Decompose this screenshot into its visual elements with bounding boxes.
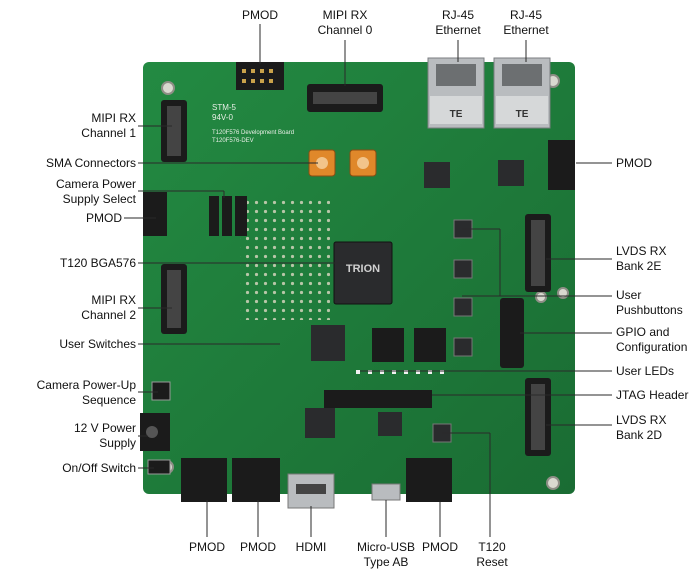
label-mipi-rx-ch0: MIPI RX Channel 0 (305, 8, 385, 38)
camera-power-jumpers (209, 196, 247, 236)
label-micro-usb-line1: Micro-USB (356, 540, 415, 554)
user-pushbuttons (453, 219, 473, 357)
label-mipi-rx-ch0-line2: Channel 0 (317, 23, 373, 37)
chip-logo: TRION (346, 263, 380, 275)
label-user-pushbuttons-line2: Pushbuttons (616, 303, 683, 317)
silk-stm: STM-5 (212, 103, 237, 112)
label-pmod-bottom-1: PMOD (189, 540, 225, 554)
label-t120-reset-line1: T120 (478, 540, 506, 554)
ic-bottom-mid (378, 412, 402, 436)
ic-right-top2 (498, 160, 524, 186)
label-rj45-right-line1: RJ-45 (509, 8, 542, 22)
silk-94v: 94V-0 (212, 113, 233, 122)
label-rj45-left-line2: Ethernet (435, 23, 481, 37)
label-mipi-rx-ch0-line1: MIPI RX (322, 8, 368, 22)
label-lvds-2d-line2: Bank 2D (616, 428, 663, 442)
label-lvds-2e-line2: Bank 2E (616, 259, 662, 273)
label-lvds-2e: LVDS RX Bank 2E (616, 244, 694, 274)
label-mipi-rx-ch1-line1: MIPI RX (91, 111, 136, 125)
label-lvds-2d: LVDS RX Bank 2D (616, 413, 694, 443)
label-hdmi: HDMI (295, 540, 327, 554)
user-switch-dips (372, 328, 446, 362)
t120-chip (333, 241, 393, 305)
label-pmod-right: PMOD (616, 156, 652, 170)
ic-mid-left (311, 325, 345, 361)
rj-brand-right: TE (516, 109, 529, 120)
pmod-left-connector (143, 192, 167, 236)
pmod-bottom-1-connector (181, 458, 227, 502)
onoff-switch-body (147, 459, 171, 475)
label-mipi-rx-ch2: MIPI RX Channel 2 (2, 293, 136, 323)
label-pmod-bottom-3: PMOD (422, 540, 458, 554)
pmod-right-connector (548, 140, 575, 190)
ic-right-top (424, 162, 450, 188)
silk-title2: T120F576-DEV (212, 138, 254, 144)
user-led-row (356, 370, 444, 374)
label-lvds-2d-line1: LVDS RX (616, 413, 667, 427)
label-user-leds: User LEDs (616, 364, 675, 378)
label-pmod-bottom-2: PMOD (240, 540, 276, 554)
pmod-top-connector (236, 62, 284, 90)
label-gpio-config-line2: Configuration (616, 340, 688, 354)
label-12v-power: 12 V Power Supply (2, 421, 136, 451)
label-12v-power-line1: 12 V Power (73, 421, 136, 435)
rj45-left-jack (427, 57, 485, 129)
label-user-switches: User Switches (59, 337, 136, 351)
pmod-bottom-3-connector (406, 458, 452, 502)
label-mipi-rx-ch2-line1: MIPI RX (91, 293, 136, 307)
label-lvds-2e-line1: LVDS RX (616, 244, 667, 258)
sma-connectors (308, 149, 377, 177)
rj-brand-left: TE (450, 109, 463, 120)
label-micro-usb-line2: Type AB (363, 555, 409, 569)
label-t120-reset: T120 Reset (472, 540, 512, 570)
label-rj45-right: RJ-45 Ethernet (496, 8, 556, 38)
label-micro-usb: Micro-USB Type AB (352, 540, 420, 570)
label-rj45-left-line1: RJ-45 (441, 8, 474, 22)
label-mipi-rx-ch1-line2: Channel 1 (81, 126, 136, 140)
label-mipi-rx-ch2-line2: Channel 2 (81, 308, 136, 322)
label-mipi-rx-ch1: MIPI RX Channel 1 (2, 111, 136, 141)
label-user-pushbuttons-line1: User (616, 288, 642, 302)
leader-lines (124, 24, 612, 537)
label-pmod-left: PMOD (86, 211, 122, 225)
label-camera-power-select-line2: Supply Select (62, 192, 136, 206)
label-t120-reset-line2: Reset (476, 555, 508, 569)
label-camera-power-select: Camera Power Supply Select (2, 177, 136, 207)
camera-powerup-switch (151, 381, 171, 401)
jtag-header (324, 390, 432, 408)
gpio-header-field (240, 200, 330, 320)
label-pmod-top: PMOD (242, 8, 278, 22)
label-sma-connectors: SMA Connectors (45, 156, 136, 170)
label-rj45-left: RJ-45 Ethernet (428, 8, 488, 38)
micro-usb-connector (371, 483, 401, 501)
label-camera-power-select-line1: Camera Power (55, 177, 136, 191)
label-camera-powerup-line2: Sequence (81, 393, 136, 407)
pmod-bottom-2-connector (232, 458, 280, 502)
ic-bottom-left (305, 408, 335, 438)
rj45-right-jack (493, 57, 551, 129)
label-onoff-switch: On/Off Switch (62, 461, 136, 475)
label-gpio-config-line1: GPIO and (616, 325, 670, 339)
label-camera-powerup: Camera Power-Up Sequence (2, 378, 136, 408)
gpio-config-connector (500, 298, 524, 368)
label-user-pushbuttons: User Pushbuttons (616, 288, 694, 318)
label-rj45-right-line2: Ethernet (503, 23, 549, 37)
label-gpio-config: GPIO and Configuration (616, 325, 696, 355)
silk-title1: T120F576 Development Board (212, 130, 294, 136)
label-jtag-header: JTAG Header (616, 388, 689, 402)
label-camera-powerup-line1: Camera Power-Up (36, 378, 136, 392)
label-12v-power-line2: Supply (99, 436, 136, 450)
label-t120-bga576: T120 BGA576 (59, 256, 136, 270)
